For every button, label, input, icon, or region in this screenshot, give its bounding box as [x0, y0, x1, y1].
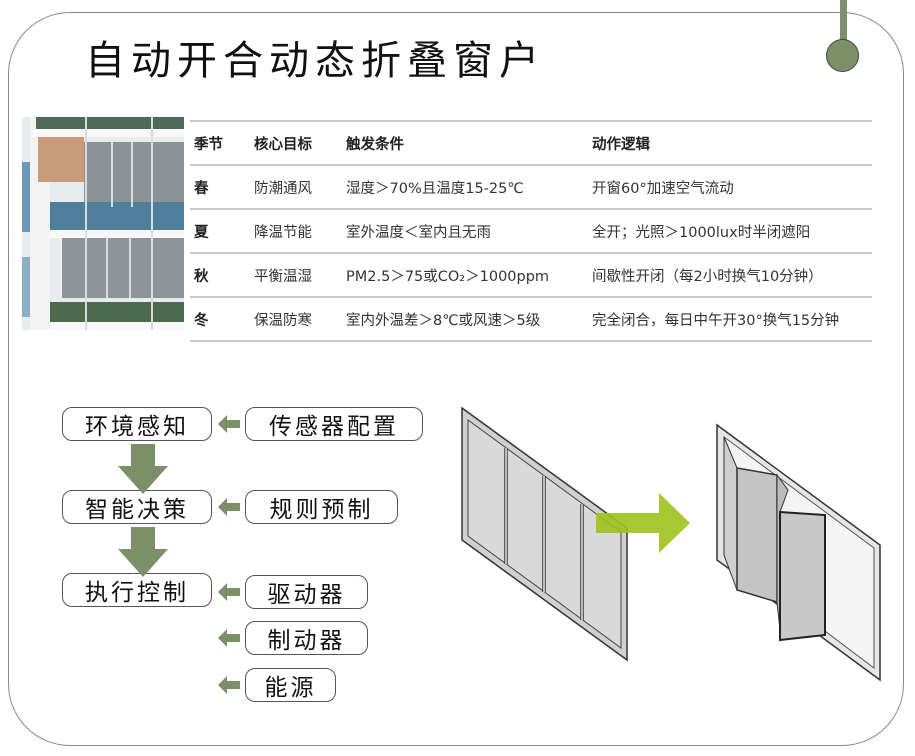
cell: 冬 [190, 296, 254, 342]
cell: 夏 [190, 208, 254, 253]
column-header: 触发条件 [346, 120, 592, 165]
column-header: 核心目标 [254, 120, 346, 165]
folding-window-illustration [461, 406, 881, 682]
arrow-left-icon [218, 498, 240, 516]
table-row: 夏降温节能室外温度＜室内且无雨全开；光照＞1000lux时半闭遮阳 [190, 208, 872, 253]
page-title: 自动开合动态折叠窗户 [85, 38, 545, 84]
cell: 完全闭合，每日中午开30°换气15分钟 [592, 296, 872, 342]
input-driver: 驱动器 [245, 575, 368, 609]
arrow-left-icon [218, 676, 240, 694]
cell: 室内外温差＞8℃或风速＞5级 [346, 296, 592, 342]
arrow-left-icon [218, 629, 240, 647]
flow-step-decision: 智能决策 [62, 490, 212, 524]
cell: 防潮通风 [254, 164, 346, 209]
cell: 秋 [190, 252, 254, 297]
column-header: 动作逻辑 [592, 120, 872, 165]
input-brake: 制动器 [245, 621, 368, 655]
table-row: 冬保温防寒室内外温差＞8℃或风速＞5级完全闭合，每日中午开30°换气15分钟 [190, 296, 872, 342]
cell: 保温防寒 [254, 296, 346, 342]
table-header-row: 季节 核心目标 触发条件 动作逻辑 [190, 120, 872, 165]
input-energy: 能源 [245, 668, 336, 702]
cell: 间歇性开闭（每2小时换气10分钟） [592, 252, 872, 297]
cell: 湿度＞70%且温度15-25℃ [346, 164, 592, 209]
cell: 春 [190, 164, 254, 209]
cell: 室外温度＜室内且无雨 [346, 208, 592, 253]
column-header: 季节 [190, 120, 254, 165]
closed-window-icon [461, 406, 628, 662]
arrow-right-icon [596, 493, 690, 553]
cell: 全开；光照＞1000lux时半闭遮阳 [592, 208, 872, 253]
cell: PM2.5＞75或CO₂＞1000ppm [346, 252, 592, 297]
input-sensor-config: 传感器配置 [245, 407, 423, 441]
cell: 开窗60°加速空气流动 [592, 164, 872, 209]
decorative-circle [826, 39, 859, 72]
flow-step-perception: 环境感知 [62, 407, 212, 441]
flow-step-control: 执行控制 [62, 573, 212, 607]
input-rule-preset: 规则预制 [245, 490, 398, 524]
cell: 降温节能 [254, 208, 346, 253]
cell: 平衡温湿 [254, 252, 346, 297]
arrow-left-icon [218, 583, 240, 601]
open-folding-window-icon [716, 423, 881, 682]
arrow-left-icon [218, 415, 240, 433]
decorative-line [840, 0, 847, 42]
building-facade-image [22, 117, 184, 330]
slide-frame [8, 12, 904, 746]
arrow-down-icon [118, 527, 168, 577]
arrow-down-icon [118, 444, 168, 494]
